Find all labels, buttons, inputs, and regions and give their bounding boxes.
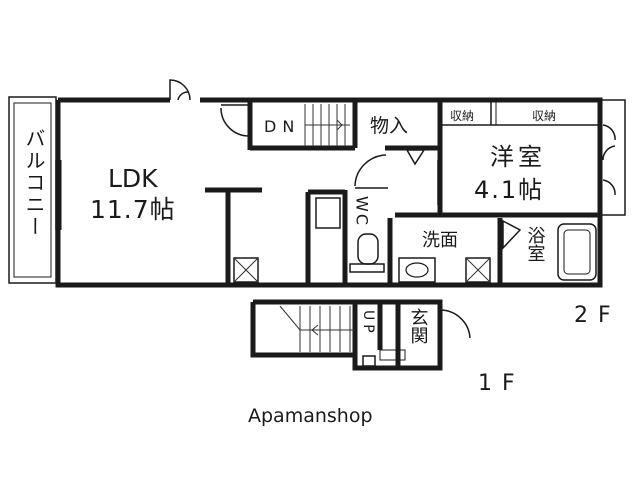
upper-floor-label: 2F bbox=[574, 303, 621, 328]
wc-label: WC bbox=[353, 196, 372, 227]
closet-dividers bbox=[440, 102, 600, 126]
ldk-name-label: LDK bbox=[108, 164, 158, 193]
stairs-down bbox=[304, 104, 350, 146]
balcony bbox=[8, 96, 62, 284]
up-stair-label: UP bbox=[360, 310, 376, 337]
fixtures-upper bbox=[233, 197, 597, 283]
western-room-name-label: 洋室 bbox=[490, 143, 546, 171]
balcony-label: バルコニー bbox=[22, 128, 46, 238]
lower-floor-label: 1F bbox=[478, 371, 525, 396]
down-stair-label: DN bbox=[264, 117, 300, 136]
ldk-size-label: 11.7帖 bbox=[90, 195, 176, 224]
storage-label: 物入 bbox=[370, 115, 408, 137]
entrance-label: 玄関 bbox=[408, 308, 429, 344]
bath-label: 浴室 bbox=[525, 226, 546, 262]
closet-right-label: 収納 bbox=[532, 109, 556, 123]
upper-floor-walls bbox=[55, 97, 603, 288]
watermark-label: Apamanshop bbox=[248, 405, 373, 427]
washroom-label: 洗面 bbox=[422, 230, 458, 251]
stairs-up bbox=[279, 305, 355, 352]
closet-left-label: 収納 bbox=[450, 109, 474, 123]
doors-upper bbox=[169, 79, 626, 250]
western-room-size-label: 4.1帖 bbox=[474, 176, 544, 204]
lower-floor-walls bbox=[250, 299, 471, 371]
